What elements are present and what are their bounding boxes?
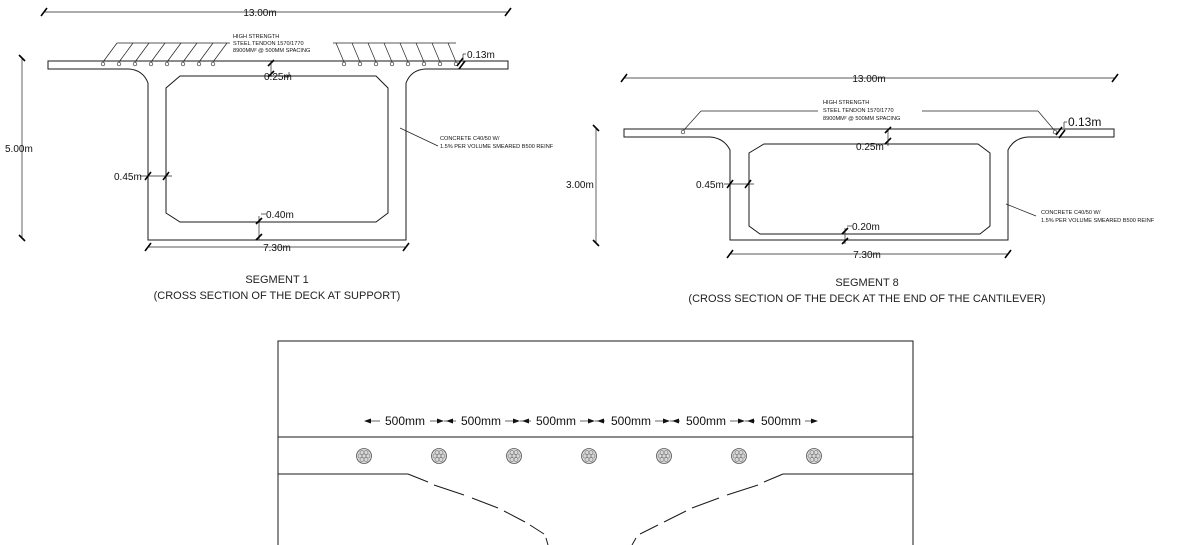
segment-8-section: 13.00m HIGH STRENGTH STEEL TENDON 1570/1… xyxy=(566,73,1155,305)
seg8-bottom-width-label: 7.30m xyxy=(853,250,881,261)
seg1-top-slab-label: 0.25m xyxy=(264,72,292,83)
seg1-tendons-left xyxy=(100,42,230,67)
seg8-top-slab-label: 0.25m xyxy=(856,142,884,153)
seg1-tendon-note-2: STEEL TENDON 1570/1770 xyxy=(233,41,304,47)
tendon-strand-3 xyxy=(506,448,522,464)
seg1-concrete-note-1: CONCRETE C40/50 W/ xyxy=(440,136,500,142)
tendon-strand-1 xyxy=(356,448,372,464)
seg1-concrete-note-2: 1.5% PER VOLUME SMEARED B500 REINF xyxy=(440,144,554,150)
tendon-strand-5 xyxy=(656,448,672,464)
spacing-dim-5: 500mm xyxy=(670,414,745,428)
seg8-tendon-note-3: 8900MM² @ 500MM SPACING xyxy=(823,116,900,122)
seg1-tendons-right xyxy=(333,42,459,67)
seg1-web-label: 0.45m xyxy=(114,172,142,183)
tendon-spacing-detail xyxy=(277,340,914,545)
seg8-concrete-note-2: 1.5% PER VOLUME SMEARED B500 REINF xyxy=(1041,218,1155,224)
seg1-inner-void xyxy=(165,75,389,223)
seg8-inner-void xyxy=(748,143,991,235)
seg8-tendon-note-2: STEEL TENDON 1570/1770 xyxy=(823,108,894,114)
spacing-dim-6: 500mm xyxy=(745,414,818,428)
spacing-dim-3: 500mm xyxy=(520,414,595,428)
seg8-tendons xyxy=(680,110,1058,135)
seg1-height-label: 5.00m xyxy=(5,144,33,155)
spacing-dimensions: 500mm 500mm 500mm 500mm xyxy=(364,414,818,428)
tendon-strands xyxy=(356,448,822,464)
tendon-strand-2 xyxy=(431,448,447,464)
segment-1-section: 13.00m xyxy=(5,7,554,302)
spacing-dim-2: 500mm xyxy=(444,414,520,428)
seg1-bottom-slab-label: 0.40m xyxy=(266,210,294,221)
seg8-web-label: 0.45m xyxy=(696,180,724,191)
spacing-label-5: 500mm xyxy=(686,414,726,428)
seg8-flange-label: 0.13m xyxy=(1068,115,1101,129)
seg8-bottom-slab-label: 0.20m xyxy=(852,222,880,233)
spacing-label-4: 500mm xyxy=(611,414,651,428)
seg8-overall-width-label: 13.00m xyxy=(852,74,885,85)
seg8-subtitle: (CROSS SECTION OF THE DECK AT THE END OF… xyxy=(688,293,1045,305)
seg8-height-label: 3.00m xyxy=(566,180,594,191)
spacing-dim-1: 500mm xyxy=(364,414,444,428)
seg1-subtitle: (CROSS SECTION OF THE DECK AT SUPPORT) xyxy=(154,290,401,302)
seg8-concrete-note-1: CONCRETE C40/50 W/ xyxy=(1041,210,1101,216)
seg1-flange-label: 0.13m xyxy=(467,50,495,61)
tendon-strand-4 xyxy=(581,448,597,464)
spacing-label-3: 500mm xyxy=(536,414,576,428)
tendon-strand-6 xyxy=(731,448,747,464)
seg1-tendon-note-1: HIGH STRENGTH xyxy=(233,34,279,40)
seg1-title: SEGMENT 1 xyxy=(245,274,308,286)
tendon-strand-7 xyxy=(806,448,822,464)
seg1-tendon-note-3: 8900MM² @ 500MM SPACING xyxy=(233,48,310,54)
spacing-dim-4: 500mm xyxy=(595,414,670,428)
spacing-label-1: 500mm xyxy=(385,414,425,428)
spacing-label-6: 500mm xyxy=(761,414,801,428)
seg8-tendon-note-1: HIGH STRENGTH xyxy=(823,100,869,106)
seg1-bottom-width-label: 7.30m xyxy=(263,243,291,254)
spacing-label-2: 500mm xyxy=(461,414,501,428)
seg8-title: SEGMENT 8 xyxy=(835,277,898,289)
seg8-box-girder-outline xyxy=(623,128,1115,241)
seg1-box-girder-outline xyxy=(47,60,509,241)
seg1-overall-width-label: 13.00m xyxy=(243,8,276,19)
